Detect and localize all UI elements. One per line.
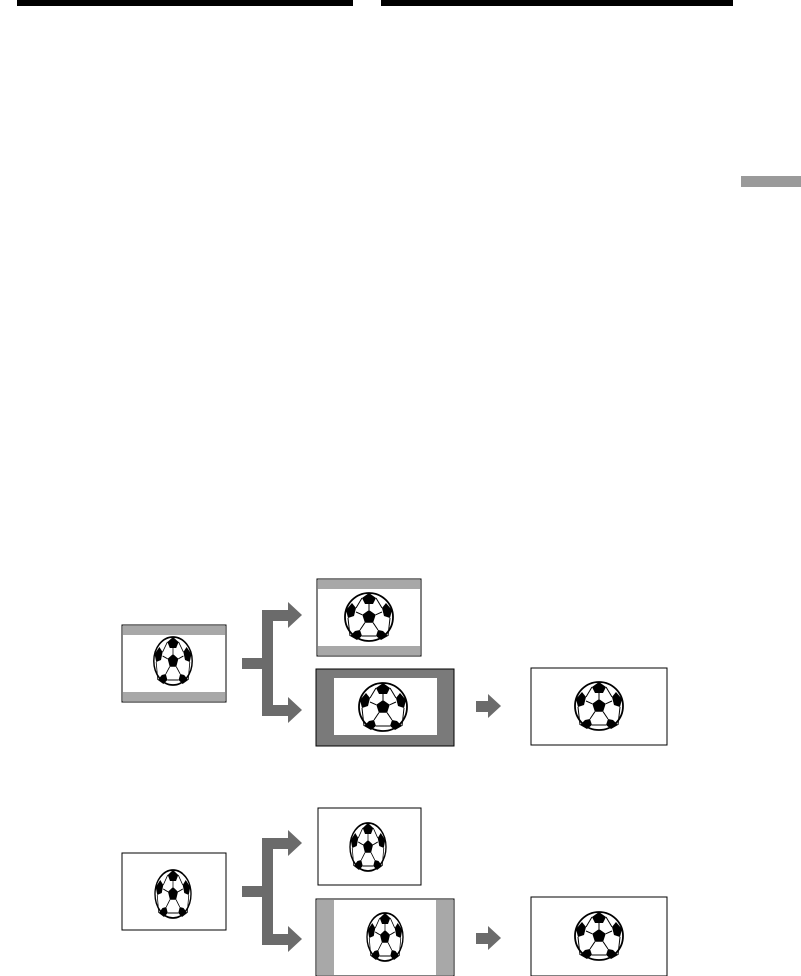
row-2-final-frame (531, 897, 667, 976)
row-1-final-frame (531, 668, 667, 745)
row-2-upper-output-frame (318, 808, 421, 885)
row-2-source-frame (122, 853, 226, 930)
row-1-split-arrow (242, 602, 302, 723)
row-1-upper-output-frame (317, 579, 421, 656)
row-2-split-arrow (242, 830, 302, 952)
row-2-lower-output-frame (316, 899, 454, 976)
row-1-lower-output-frame (316, 669, 454, 746)
row-2-convert-arrow (476, 926, 501, 950)
row-1-convert-arrow (476, 694, 501, 718)
row-1-source-frame (122, 625, 226, 702)
